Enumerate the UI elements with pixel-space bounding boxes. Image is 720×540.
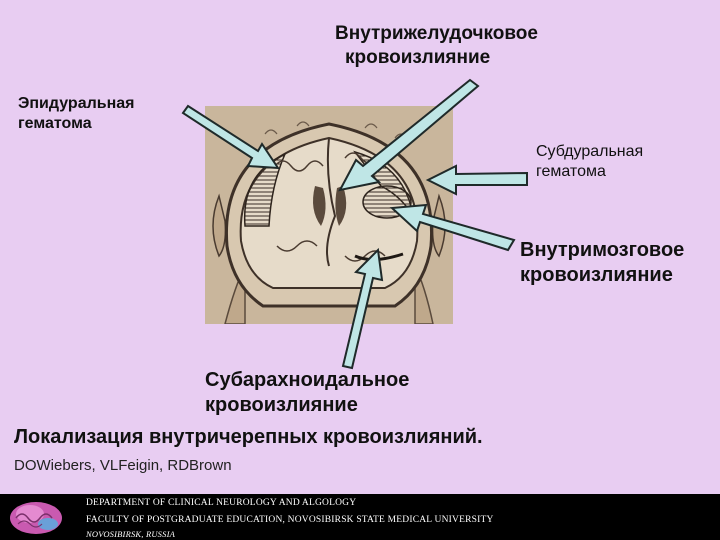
label-intraventricular-line2: кровоизлияние bbox=[345, 46, 491, 68]
footer-location: NOVOSIBIRSK, RUSSIA bbox=[86, 529, 176, 539]
brain-cross-section-figure bbox=[205, 106, 453, 325]
footer-bar: DEPARTMENT OF CLINICAL NEUROLOGY AND ALG… bbox=[0, 494, 720, 540]
label-subarachnoid-hemorrhage: Субарахноидальное кровоизлияние bbox=[205, 368, 409, 418]
label-intracerebral-hemorrhage: Внутримозговое кровоизлияние bbox=[520, 239, 685, 286]
label-intraventricular-line1: Внутрижелудочковое bbox=[335, 23, 538, 44]
label-subarachnoid-line2: кровоизлияние bbox=[205, 394, 358, 416]
brain-logo-icon bbox=[10, 502, 62, 534]
footer-faculty: FACULTY OF POSTGRADUATE EDUCATION, NOVOS… bbox=[86, 515, 494, 525]
label-subdural-hematoma: Субдуральная гематома bbox=[536, 143, 644, 180]
authors-line: DOWiebers, VLFeigin, RDBrown bbox=[14, 457, 232, 474]
label-subarachnoid-line1: Субарахноидальное bbox=[205, 369, 410, 391]
label-intraventricular-hemorrhage: Внутрижелудочковое кровоизлияние bbox=[335, 22, 538, 70]
figure-caption: Локализация внутричерепных кровоизлияний… bbox=[14, 426, 483, 448]
footer-department: DEPARTMENT OF CLINICAL NEUROLOGY AND ALG… bbox=[86, 498, 357, 508]
label-epidural-hematoma: Эпидуральная гематома bbox=[18, 95, 135, 132]
